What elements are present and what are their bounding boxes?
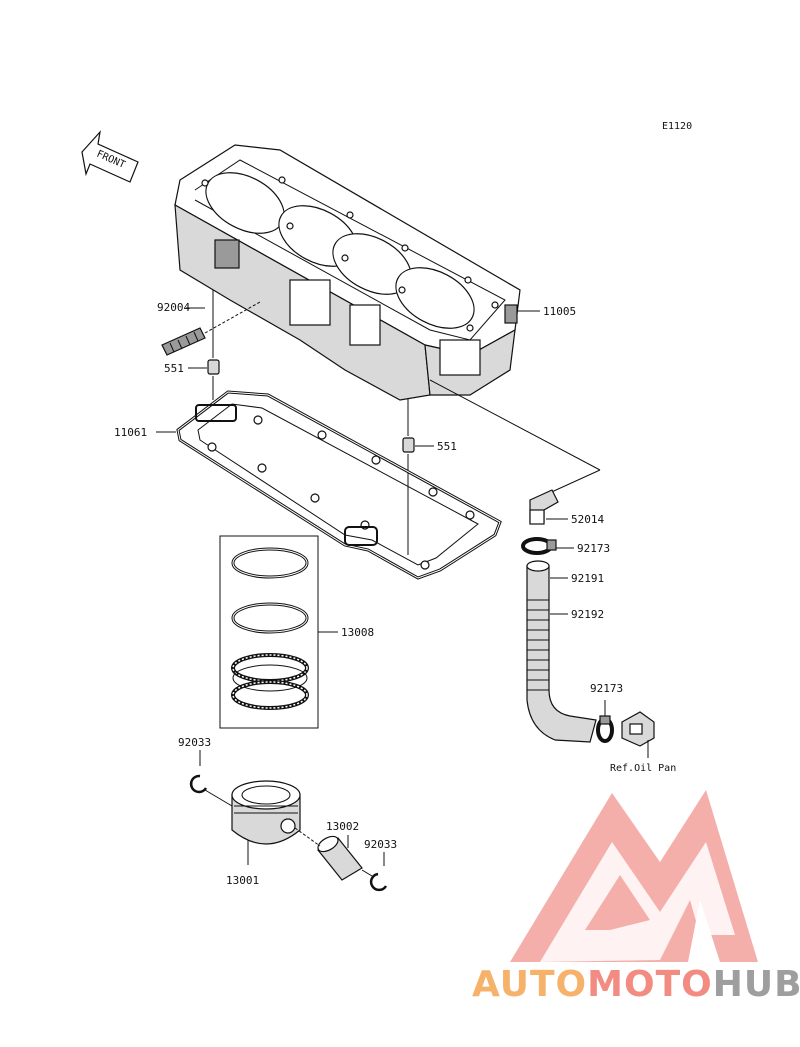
dowel-pin-right [402, 437, 415, 453]
oil-pan-connector [621, 711, 655, 747]
diagram-code: E1120 [662, 121, 692, 132]
label-pin-clip-left: 92033 [178, 736, 211, 749]
watermark-text: AUTOMOTOHUB [472, 964, 800, 1005]
label-dowel-left: 551 [164, 362, 184, 375]
hose-clamp-bottom [596, 715, 614, 743]
automotohub-watermark: AUTOMOTOHUB [472, 790, 800, 1005]
piston [231, 780, 301, 845]
piston-pin-clip-left [189, 774, 208, 794]
label-piston-pin: 13002 [326, 820, 359, 833]
piston-ring-set [219, 535, 319, 729]
label-piston: 13001 [226, 874, 259, 887]
watermark-logo-icon [510, 790, 758, 962]
label-gasket: 11061 [114, 426, 147, 439]
front-arrow-icon: FRONT [81, 130, 139, 183]
cylinder-block [174, 144, 521, 401]
label-hose-end: 92191 [571, 572, 604, 585]
dowel-pin-left [207, 359, 220, 375]
label-hose: 92192 [571, 608, 604, 621]
label-cylinder: 11005 [543, 305, 576, 318]
oil-hose [526, 560, 597, 743]
label-pin-clip-right: 92033 [364, 838, 397, 851]
ref-oil-pan-label: Ref.Oil Pan [610, 763, 676, 774]
label-fitting: 52014 [571, 513, 604, 526]
label-dowel-right: 551 [437, 440, 457, 453]
cylinder-base-gasket [176, 390, 502, 580]
label-clamp-bottom: 92173 [590, 682, 623, 695]
label-ring-set: 13008 [341, 626, 374, 639]
piston-pin-clip-right [369, 872, 388, 892]
label-stud: 92004 [157, 301, 190, 314]
piston-pin [317, 835, 363, 881]
hose-fitting-elbow [529, 489, 559, 525]
hose-clamp-top [521, 537, 557, 555]
label-clamp-top: 92173 [577, 542, 610, 555]
stud-bolt [161, 327, 206, 356]
